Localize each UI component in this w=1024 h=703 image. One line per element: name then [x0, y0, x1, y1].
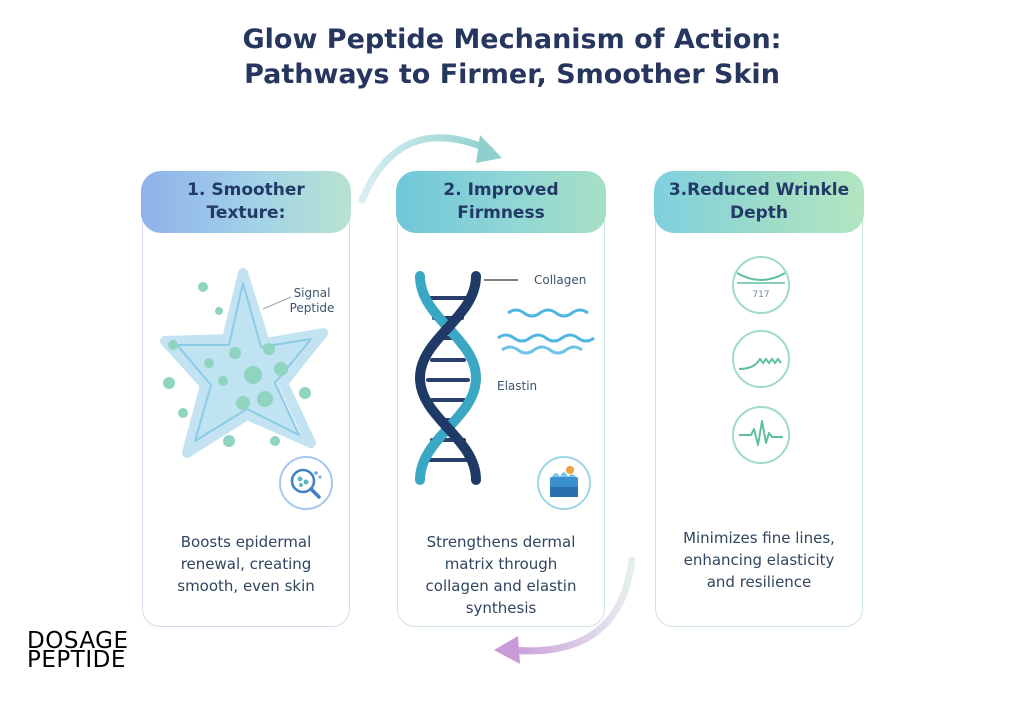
magnifier-cells-icon	[278, 455, 334, 515]
card-2-heading-line-1: 2. Improved	[443, 180, 559, 200]
card-reduced-wrinkle-depth: 3.Reduced Wrinkle Depth 717 Minimizes fi…	[654, 171, 864, 627]
collagen-label: Collagen	[534, 273, 587, 287]
desc-line: synthesis	[465, 599, 537, 617]
card-3-heading-line-2: Depth	[729, 203, 789, 223]
card-2-description: Strengthens dermal matrix through collag…	[398, 531, 604, 619]
desc-line: collagen and elastin	[425, 577, 577, 595]
page-title: Glow Peptide Mechanism of Action: Pathwa…	[0, 22, 1024, 92]
signal-peptide-label: Signal Peptide	[277, 286, 347, 316]
card-1-header: 1. Smoother Texture:	[141, 171, 351, 233]
desc-line: Strengthens dermal	[426, 533, 576, 551]
desc-line: matrix through	[444, 555, 558, 573]
card-improved-firmness: 2. Improved Firmness Collagen Elastin St…	[396, 171, 606, 627]
card-3-heading-line-1: 3.Reduced Wrinkle	[668, 180, 850, 200]
elastin-label: Elastin	[497, 379, 538, 393]
desc-line: renewal, creating	[180, 555, 312, 573]
card-2-header: 2. Improved Firmness	[396, 171, 606, 233]
card-2-heading-line-2: Firmness	[457, 203, 545, 223]
signal-label-line-1: Signal	[293, 286, 331, 300]
card-1-heading-line-1: 1. Smoother	[187, 180, 305, 200]
skin-curve-icon: 717	[731, 255, 791, 319]
pulse-line-icon	[731, 405, 791, 469]
title-line-2: Pathways to Firmer, Smoother Skin	[244, 59, 780, 90]
skin-layers-icon	[536, 455, 592, 515]
wave-line-icon	[731, 329, 791, 393]
desc-line: Minimizes fine lines,	[683, 529, 835, 547]
skin-curve-caption: 717	[752, 290, 769, 300]
bottom-arrowhead	[494, 636, 520, 664]
desc-line: smooth, even skin	[177, 577, 315, 595]
card-3-description: Minimizes fine lines, enhancing elastici…	[656, 527, 862, 593]
card-1-heading-line-2: Texture:	[206, 203, 286, 223]
desc-line: Boosts epidermal	[180, 533, 312, 551]
logo-line-2: PEPTIDE	[27, 647, 126, 673]
title-line-1: Glow Peptide Mechanism of Action:	[242, 24, 782, 55]
dna-helix-illustration	[414, 271, 595, 485]
logo-line-1: DOSAGE	[27, 628, 129, 654]
star-cell-illustration	[160, 268, 328, 458]
dosage-peptide-logo: DOSAGE PEPTIDE	[27, 628, 129, 673]
signal-label-line-2: Peptide	[289, 301, 335, 315]
card-smoother-texture: 1. Smoother Texture: Signal Peptide Boos…	[141, 171, 351, 627]
desc-line: enhancing elasticity	[683, 551, 835, 569]
desc-line: and resilience	[706, 573, 812, 591]
top-arrowhead	[476, 135, 502, 163]
card-1-description: Boosts epidermal renewal, creating smoot…	[143, 531, 349, 597]
card-3-header: 3.Reduced Wrinkle Depth	[654, 171, 864, 233]
